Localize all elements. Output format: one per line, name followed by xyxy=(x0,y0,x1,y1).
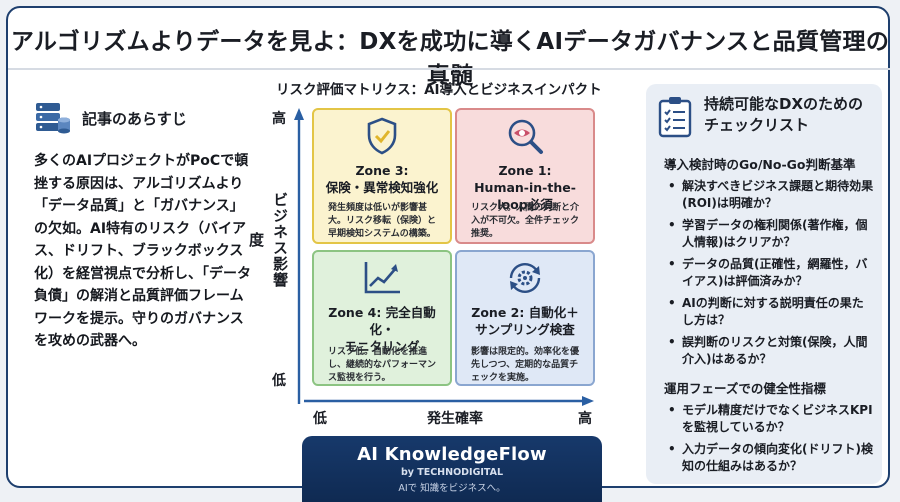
x-axis-label: 発生確率 xyxy=(427,411,483,427)
x-axis-high-label: 高 xyxy=(578,411,592,427)
brand-tagline: AIで 知識をビジネスへ。 xyxy=(398,483,506,494)
brand-name: AI KnowledgeFlow xyxy=(357,444,547,465)
brand-banner: AI KnowledgeFlow by TECHNODIGITAL AIで 知識… xyxy=(302,436,602,502)
zone-2-card: Zone 2: 自動化＋ サンプリング検査 影響は限定的。効率化を優先しつつ、定… xyxy=(455,250,595,386)
clipboard-checklist-icon xyxy=(658,97,692,138)
zone-1-name: Zone 1: Human-in-the-loop必須 xyxy=(474,163,576,212)
zone-4-description: リスク低。自動化を推進し、継続的なパフォーマンス監視を行う。 xyxy=(328,347,437,383)
zone-1-description: リスク大。人間の判断と介入が不可欠。全件チェック推奨。 xyxy=(471,203,580,239)
go-no-go-list: 解決すべきビジネス課題と期待効果(ROI)は明確か？ 学習データの権利関係(著作… xyxy=(668,178,874,373)
zone-2-name: Zone 2: 自動化＋ サンプリング検査 xyxy=(471,305,579,337)
list-item: 学習データの権利関係(著作権，個人情報)はクリアか？ xyxy=(668,217,874,251)
x-axis-low-label: 低 xyxy=(313,411,327,427)
checklist-header: 持続可能なDXのためのチェックリスト xyxy=(658,94,872,138)
section-title-go-no-go: 導入検討時のGo/No-Go判断基準 xyxy=(664,157,856,172)
zone-3-description: 発生頻度は低いが影響甚大。リスク移転（保険）と早期検知システムの構築。 xyxy=(328,203,437,239)
list-item: データの品質(正確性，網羅性，バイアス)は評価済みか？ xyxy=(668,256,874,290)
y-axis-label: ビジネス影響度 xyxy=(247,192,289,288)
brand-byline: by TECHNODIGITAL xyxy=(400,467,504,478)
zone-3-name: Zone 3: 保険・異常検知強化 xyxy=(325,163,439,195)
list-item: AIの判断に対する説明責任の果たし方は？ xyxy=(668,295,874,329)
list-item: 入力データの傾向変化(ドリフト)検知の仕組みはあるか？ xyxy=(668,441,874,475)
summary-heading: 記事のあらすじ xyxy=(82,109,187,128)
zone-2-description: 影響は限定的。効率化を優先しつつ、定期的な品質チェックを実施。 xyxy=(471,347,580,383)
y-axis-high-label: 高 xyxy=(272,111,286,127)
list-item: 誤判断のリスクと対策(保険，人間介入)はあるか？ xyxy=(668,334,874,368)
zone-1-card: Zone 1: Human-in-the-loop必須 リスク大。人間の判断と介… xyxy=(455,108,595,244)
y-axis-low-label: 低 xyxy=(272,373,286,389)
magnifier-eye-icon xyxy=(508,119,543,154)
list-item: モデル精度だけでなくビジネスKPIを監視しているか？ xyxy=(668,402,874,436)
trend-chart-icon xyxy=(364,262,400,294)
matrix-title: リスク評価マトリクス：AI導入とビジネスインパクト xyxy=(276,82,602,98)
checklist-panel: 持続可能なDXのためのチェックリスト 導入検討時のGo/No-Go判断基準 解決… xyxy=(646,84,882,484)
x-axis-arrow xyxy=(304,396,594,406)
operations-list: モデル精度だけでなくビジネスKPIを監視しているか？ 入力データの傾向変化(ドリ… xyxy=(668,402,874,480)
y-axis-arrow xyxy=(294,108,304,404)
shield-check-icon xyxy=(367,117,397,155)
zone-4-card: Zone 4: 完全自動化・ モニタリング リスク低。自動化を推進し、継続的なパ… xyxy=(312,250,452,386)
title-divider xyxy=(8,68,890,70)
gear-cycle-icon xyxy=(509,263,541,293)
zone-4-name: Zone 4: 完全自動化・ モニタリング xyxy=(328,305,436,354)
zone-3-card: Zone 3: 保険・異常検知強化 発生頻度は低いが影響甚大。リスク移転（保険）… xyxy=(312,108,452,244)
checklist-heading: 持続可能なDXのためのチェックリスト xyxy=(704,95,864,134)
section-title-operations: 運用フェーズでの健全性指標 xyxy=(664,381,826,396)
list-item: 解決すべきビジネス課題と期待効果(ROI)は明確か？ xyxy=(668,178,874,212)
database-icon xyxy=(36,103,70,134)
summary-text: 多くのAIプロジェクトがPoCで頓挫する原因は、アルゴリズムより「データ品質」と… xyxy=(34,153,251,349)
summary-header: 記事のあらすじ xyxy=(34,100,187,136)
page-title: アルゴリズムよりデータを見よ：DXを成功に導くAIデータガバナンスと品質管理の真… xyxy=(10,29,890,89)
